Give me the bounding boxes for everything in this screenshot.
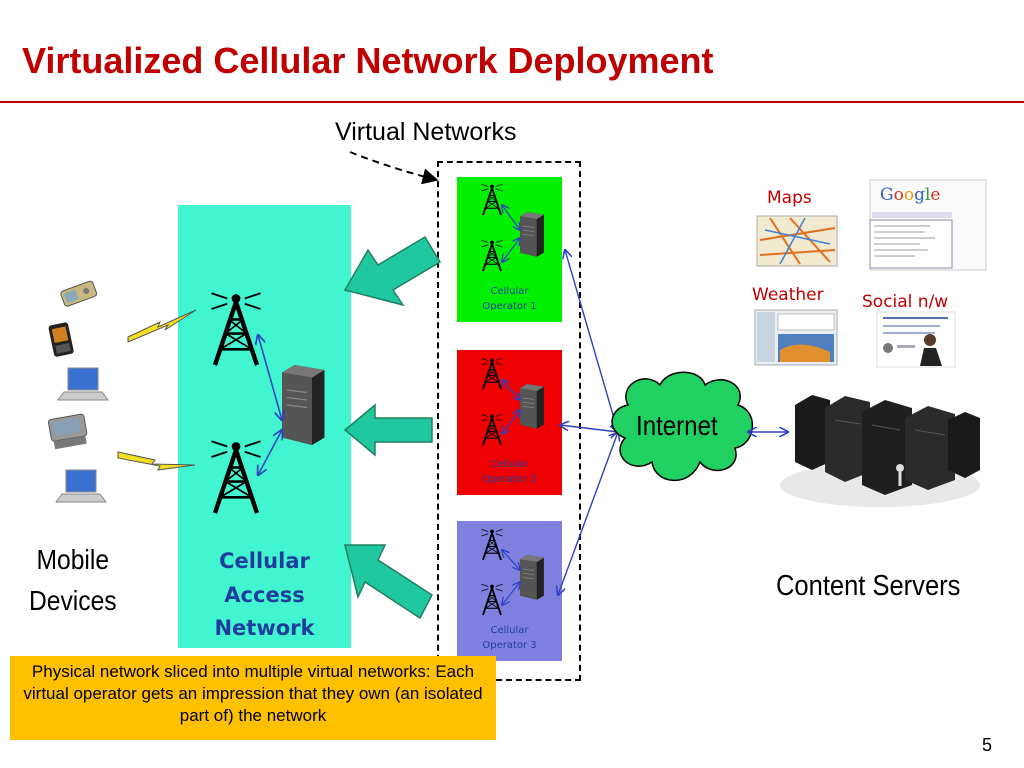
operator-1-tower-top-icon [480,183,504,216]
operator-2-tower-bottom-icon [480,413,504,446]
operator-3-internet-link [558,432,618,595]
operator-3-server-icon [519,554,545,601]
access-server-icon [281,364,326,446]
operator-2-internet-link [560,425,618,432]
wireless-bolt-bottom-icon [117,451,196,471]
weather-thumbnail-icon [754,309,838,366]
operator-1-label: Cellular Operator 1 [482,286,537,312]
pda-icon [47,413,88,450]
title-divider [0,101,1024,103]
operator-1-tower-bottom-icon [480,239,504,272]
access-tower-bottom-icon [212,441,261,513]
smartphone-icon [48,322,74,357]
page-number: 5 [982,735,993,755]
laptop-icon-1 [57,367,109,401]
social-network-label: Social n/w [862,292,949,312]
access-link-bottom [258,430,282,475]
operator-1-server-icon [519,211,545,258]
internet-cloud-icon [611,371,754,482]
maps-thumbnail-icon [756,215,838,267]
content-servers-icon [780,395,980,507]
laptop-icon-2 [55,469,107,503]
operator-3-tower-bottom-icon [480,583,504,616]
cellular-access-network-label: Cellular Access Network [214,549,315,641]
weather-label: Weather [752,285,824,305]
operator-2-tower-top-icon [480,357,504,390]
svg-text:Google: Google [880,185,940,205]
maps-label: Maps [767,188,812,208]
operator-3-tower-top-icon [480,528,504,561]
internet-label: Internet [636,410,718,441]
slicing-callout: Physical network sliced into multiple vi… [10,656,496,740]
mobile-devices-label: Mobile Devices [28,544,117,616]
phone-icon-1 [60,280,98,307]
arrow-operator-1-to-access [343,235,442,307]
virtual-networks-label: Virtual Networks [335,118,517,146]
google-thumbnail-icon: Google [869,179,987,271]
operator-3-label: Cellular Operator 3 [482,625,537,651]
operator-1-internet-link [565,250,618,432]
operator-2-label: Cellular Operator 2 [482,459,537,485]
slide-title: Virtualized Cellular Network Deployment [22,40,714,81]
arrow-operator-2-to-access [343,403,433,457]
operator-2-server-icon [519,383,545,430]
access-tower-top-icon [212,293,261,365]
social-network-thumbnail-icon [876,311,956,368]
arrow-operator-3-to-access [344,544,433,620]
wireless-bolt-top-icon [127,309,197,343]
content-servers-label: Content Servers [776,570,961,602]
access-link-top [258,335,282,420]
virtual-networks-pointer [349,151,439,185]
